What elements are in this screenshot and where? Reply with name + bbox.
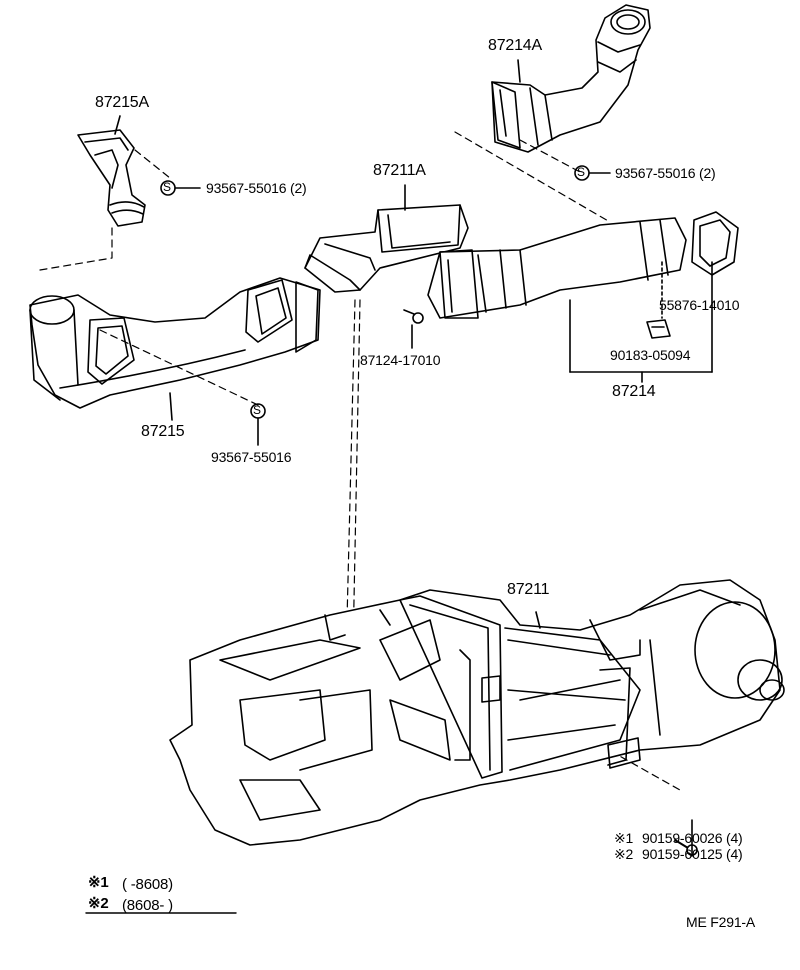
part-90183-drawing <box>646 319 671 339</box>
part-87211-drawing <box>169 579 785 846</box>
legend-row1-text: ( -8608) <box>122 876 173 893</box>
part-87215A-drawing <box>77 129 146 227</box>
label-90159-60026: 90159-60026 (4) <box>642 830 743 846</box>
part-55876-drawing <box>691 211 739 276</box>
label-clip-93567-upper-right: 93567-55016 (2) <box>615 165 716 181</box>
screw2-mark: ※2 <box>614 846 634 862</box>
clip-label-upper-right-symbol: S <box>577 165 585 179</box>
label-87215: 87215 <box>141 423 185 440</box>
label-87211: 87211 <box>507 581 550 598</box>
label-87215A: 87215A <box>95 94 149 111</box>
legend-row1-mark: ※1 <box>88 874 109 891</box>
part-87214-drawing <box>427 217 687 319</box>
label-87124-17010: 87124-17010 <box>360 352 441 368</box>
label-90159-60125: 90159-60125 (4) <box>642 846 743 862</box>
clip-label-lower-symbol: S <box>253 403 261 417</box>
clip-label-upper-left-symbol: S <box>163 180 171 194</box>
legend-row2-text: (8608- ) <box>122 897 173 914</box>
label-87214: 87214 <box>612 383 656 400</box>
label-clip-93567-lower: 93567-55016 <box>211 449 292 465</box>
figure-code: ME F291-A <box>686 914 755 930</box>
screw1-mark: ※1 <box>614 830 634 846</box>
part-87214A-drawing <box>491 4 651 153</box>
label-87214A: 87214A <box>488 37 542 54</box>
part-87215-drawing <box>29 277 321 409</box>
legend-row2-mark: ※2 <box>88 895 109 912</box>
label-clip-93567-upper-left: 93567-55016 (2) <box>206 180 307 196</box>
label-87211A: 87211A <box>373 162 426 179</box>
label-55876-14010: 55876-14010 <box>659 297 740 313</box>
label-90183-05094: 90183-05094 <box>610 347 691 363</box>
part-87211A-drawing <box>304 204 469 293</box>
screw-87124-drawing <box>403 309 424 324</box>
